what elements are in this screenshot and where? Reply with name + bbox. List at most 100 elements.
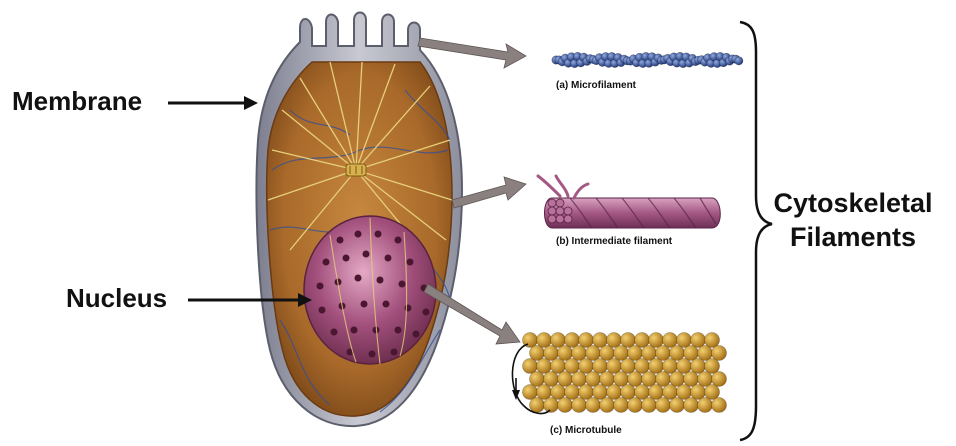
bead xyxy=(600,372,615,387)
bead xyxy=(614,346,629,361)
bead xyxy=(586,346,601,361)
bead xyxy=(705,359,720,374)
microfilament-caption: (a) Microfilament xyxy=(556,80,636,91)
arrow-to-microfilament xyxy=(418,38,526,68)
bead xyxy=(565,385,580,400)
intermediate-filament-illustration xyxy=(538,176,720,228)
bead xyxy=(684,346,699,361)
cytoskeletal-label-line1: Cytoskeletal xyxy=(758,186,948,220)
bead xyxy=(600,398,615,413)
bead xyxy=(579,333,594,348)
bead xyxy=(649,333,664,348)
bead xyxy=(523,385,538,400)
bead xyxy=(649,359,664,374)
bead xyxy=(544,372,559,387)
bead xyxy=(698,398,713,413)
bead xyxy=(621,385,636,400)
bead xyxy=(551,385,566,400)
bead xyxy=(628,346,643,361)
bead xyxy=(537,333,552,348)
bead xyxy=(565,333,580,348)
bead xyxy=(663,385,678,400)
bead xyxy=(558,372,573,387)
bead xyxy=(628,398,643,413)
bead xyxy=(572,398,587,413)
microfilament-illustration xyxy=(552,52,743,67)
bead xyxy=(530,346,545,361)
bead xyxy=(684,398,699,413)
bead xyxy=(607,333,622,348)
bead xyxy=(530,398,545,413)
microtubule-caption: (c) Microtubule xyxy=(550,425,622,436)
bead xyxy=(544,398,559,413)
bead xyxy=(614,398,629,413)
bead xyxy=(677,359,692,374)
bead xyxy=(628,372,643,387)
bead xyxy=(635,333,650,348)
bead xyxy=(663,333,678,348)
bead xyxy=(698,372,713,387)
bead xyxy=(649,385,664,400)
nucleus xyxy=(304,216,436,364)
bead xyxy=(670,372,685,387)
nucleus-label: Nucleus xyxy=(66,283,167,314)
bead xyxy=(530,372,545,387)
bead xyxy=(663,359,678,374)
bead xyxy=(691,385,706,400)
bead xyxy=(593,333,608,348)
bead xyxy=(607,359,622,374)
bead xyxy=(656,346,671,361)
bead xyxy=(670,398,685,413)
bead xyxy=(635,385,650,400)
bead xyxy=(642,346,657,361)
bead xyxy=(572,372,587,387)
bead xyxy=(551,333,566,348)
membrane-arrow xyxy=(168,96,258,110)
bead xyxy=(600,346,615,361)
bead xyxy=(537,359,552,374)
bead xyxy=(642,372,657,387)
bead xyxy=(691,359,706,374)
bead xyxy=(656,372,671,387)
intermediate-filament-caption: (b) Intermediate filament xyxy=(556,236,672,247)
bead xyxy=(677,333,692,348)
bead xyxy=(544,346,559,361)
bead xyxy=(572,346,587,361)
bead xyxy=(586,372,601,387)
bead xyxy=(705,385,720,400)
bead xyxy=(523,359,538,374)
bead xyxy=(712,398,727,413)
bead xyxy=(621,359,636,374)
bead xyxy=(712,346,727,361)
bead xyxy=(735,57,743,65)
bead xyxy=(642,398,657,413)
bead xyxy=(656,398,671,413)
centrosome xyxy=(346,164,366,176)
bead xyxy=(593,385,608,400)
bead xyxy=(614,372,629,387)
cytoskeletal-filaments-label: Cytoskeletal Filaments xyxy=(758,186,948,254)
bead xyxy=(579,359,594,374)
bead xyxy=(551,359,566,374)
bead xyxy=(579,385,594,400)
bead xyxy=(635,359,650,374)
bead xyxy=(677,385,692,400)
bead xyxy=(593,359,608,374)
bead xyxy=(537,385,552,400)
bead xyxy=(607,385,622,400)
bead xyxy=(698,346,713,361)
membrane-label: Membrane xyxy=(12,86,142,117)
bead xyxy=(691,333,706,348)
bead xyxy=(712,372,727,387)
bead xyxy=(705,333,720,348)
bead xyxy=(684,372,699,387)
cytoskeletal-label-line2: Filaments xyxy=(758,220,948,254)
bead xyxy=(558,398,573,413)
cell xyxy=(257,13,463,427)
bead xyxy=(621,333,636,348)
microtubule-illustration xyxy=(512,333,727,414)
bead xyxy=(558,346,573,361)
bead xyxy=(565,359,580,374)
bead xyxy=(670,346,685,361)
